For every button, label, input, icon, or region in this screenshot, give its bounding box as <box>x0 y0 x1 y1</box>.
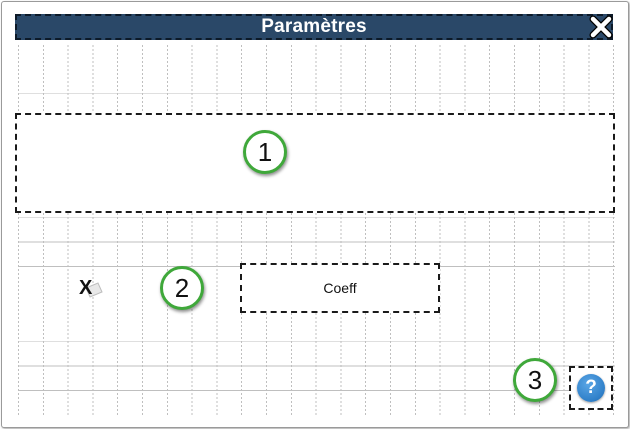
callout-marker-3: 3 <box>513 358 557 402</box>
x-toggle-icon: X <box>79 277 103 299</box>
callout-marker-1: 1 <box>243 130 287 174</box>
callout-marker-2: 2 <box>160 266 204 310</box>
callout-number: 3 <box>527 364 543 395</box>
x-toggle[interactable]: X <box>72 272 104 302</box>
callout-number: 2 <box>174 272 190 303</box>
close-icon <box>589 15 613 39</box>
help-button[interactable]: ? <box>569 366 613 410</box>
help-glyph: ? <box>585 377 597 398</box>
callout-number: 1 <box>257 136 273 167</box>
x-toggle-label: X <box>79 277 93 299</box>
coeff-field[interactable]: Coeff <box>240 263 440 313</box>
grid-background <box>18 43 615 415</box>
coeff-label: Coeff <box>323 280 357 296</box>
close-button[interactable] <box>587 13 615 41</box>
title-bar: Paramètres <box>15 14 613 40</box>
zone-1-placeholder <box>15 113 615 213</box>
dialog-title: Paramètres <box>261 16 367 37</box>
help-icon: ? <box>577 374 605 402</box>
